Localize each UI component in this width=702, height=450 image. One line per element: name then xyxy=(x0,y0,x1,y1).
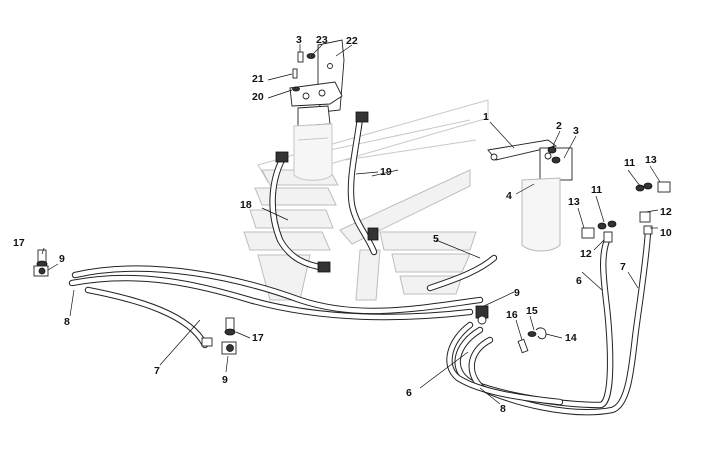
washer-20 xyxy=(292,86,300,92)
bolt-3-top xyxy=(297,51,304,63)
callout-9-mid: 9 xyxy=(222,374,228,386)
callout-6-bottom: 6 xyxy=(406,387,412,399)
callout-5: 5 xyxy=(433,233,439,245)
callout-17-mid: 17 xyxy=(252,332,264,344)
leader-lines xyxy=(41,44,661,405)
callout-7-left: 7 xyxy=(154,365,160,377)
callout-22: 22 xyxy=(346,35,358,47)
fitting-top-hose xyxy=(275,111,379,273)
callout-17-left: 17 xyxy=(13,237,25,249)
washer-23-top xyxy=(306,53,316,59)
callout-13-left: 13 xyxy=(568,196,580,208)
background-watermark xyxy=(243,99,489,301)
callout-12-left: 12 xyxy=(580,248,592,260)
clip-mid xyxy=(201,337,213,347)
banjo-13-11-12 xyxy=(581,181,671,243)
callout-21: 21 xyxy=(252,73,264,85)
callout-9-left: 9 xyxy=(59,253,65,265)
screw-16-washer-15 xyxy=(517,327,547,354)
elbow-9-left xyxy=(33,265,49,277)
fitting-17-left xyxy=(36,249,48,268)
callout-9-right: 9 xyxy=(514,287,520,299)
fitting-17-mid xyxy=(224,317,236,336)
callout-6-right: 6 xyxy=(576,275,582,287)
callout-1: 1 xyxy=(483,111,489,123)
callout-16: 16 xyxy=(506,309,518,321)
fitting-9-right xyxy=(475,305,489,325)
callout-7-right: 7 xyxy=(620,261,626,273)
callout-20: 20 xyxy=(252,91,264,103)
callout-3-top: 3 xyxy=(296,34,302,46)
callout-4: 4 xyxy=(506,190,512,202)
callout-18: 18 xyxy=(240,199,252,211)
hoses xyxy=(68,114,652,416)
callout-2: 2 xyxy=(556,120,562,132)
callout-12-right: 12 xyxy=(660,206,672,218)
fitting-9-mid xyxy=(221,341,237,355)
callout-11-right: 11 xyxy=(624,157,635,169)
callout-8-left: 8 xyxy=(64,316,70,328)
filter-bracket xyxy=(289,39,345,113)
bolts-2 xyxy=(547,146,561,164)
callout-labels: 3 23 22 21 20 1 2 3 4 5 18 19 17 9 8 7 1… xyxy=(13,34,672,415)
callout-8-bottom: 8 xyxy=(500,403,506,415)
callout-3-right: 3 xyxy=(573,125,579,137)
callout-10: 10 xyxy=(660,227,672,239)
callout-13-right: 13 xyxy=(645,154,657,166)
fuel-filter-right xyxy=(487,139,573,252)
callout-19: 19 xyxy=(380,166,392,178)
callout-23: 23 xyxy=(316,34,328,46)
callout-15: 15 xyxy=(526,305,538,317)
fuel-filter-left xyxy=(293,105,333,181)
screw-21 xyxy=(292,68,298,79)
callout-14: 14 xyxy=(565,332,577,344)
callout-11-left: 11 xyxy=(591,184,602,196)
